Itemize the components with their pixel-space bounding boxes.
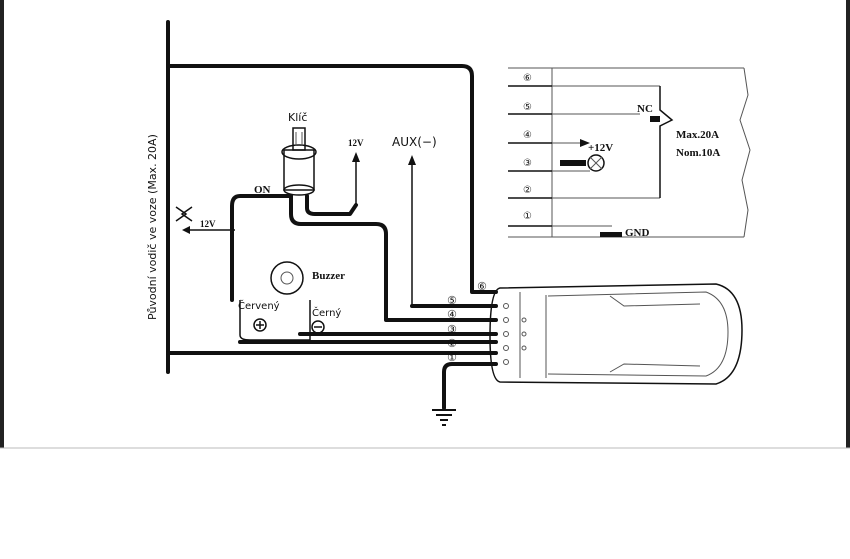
connector-pin6: ⑥	[477, 280, 487, 293]
label-cerny: Černý	[312, 306, 341, 319]
label-buzzer: Buzzer	[312, 270, 345, 282]
buzzer-icon	[239, 261, 311, 341]
label-12v-left: 12V	[200, 219, 216, 229]
connector-pin4: ④	[447, 308, 457, 321]
wire-ground	[442, 362, 498, 410]
label-nom: Nom.10A	[676, 147, 720, 159]
label-cerveny: Červený	[238, 299, 280, 312]
control-module	[489, 283, 743, 385]
relay-pin-rows	[508, 85, 552, 227]
relay-pin2: ②	[523, 185, 532, 196]
wire-pin4	[289, 194, 498, 322]
wire-on	[230, 194, 293, 302]
relay-pin3: ③	[523, 158, 532, 169]
ignition-key-icon	[281, 127, 317, 196]
plus-terminal-icon	[253, 318, 267, 332]
relay-pin1: ①	[523, 211, 532, 222]
label-12v-top: 12V	[348, 138, 364, 148]
aux-arrow-head	[408, 155, 416, 165]
ground-icon	[432, 409, 456, 426]
label-plus12v: +12V	[588, 142, 613, 154]
connector-pin5: ⑤	[447, 294, 457, 307]
wire-cut-symbol	[175, 206, 235, 234]
connector-pin1: ①	[447, 351, 457, 364]
label-on: ON	[254, 184, 271, 196]
left-border	[0, 0, 4, 448]
relay-pin4: ④	[523, 130, 532, 141]
label-original-wire: Původní vodič ve voze (Max. 20A)	[146, 134, 159, 320]
label-max: Max.20A	[676, 129, 719, 141]
arrow-12v-head	[352, 152, 360, 162]
label-nc: NC	[637, 103, 653, 115]
label-aux: AUX(−)	[392, 135, 437, 149]
connector-pin2: ②	[447, 337, 457, 350]
connector-pin3: ③	[447, 323, 457, 336]
relay-pin5: ⑤	[523, 102, 532, 113]
relay-panel	[508, 67, 751, 238]
label-klic: Klíč	[288, 111, 307, 124]
label-gnd: GND	[625, 227, 650, 239]
relay-pin6: ⑥	[523, 73, 532, 84]
wire-12v-key	[305, 194, 358, 216]
wire-pin6	[166, 64, 498, 294]
right-border	[846, 0, 850, 448]
minus-terminal-icon	[311, 320, 325, 334]
